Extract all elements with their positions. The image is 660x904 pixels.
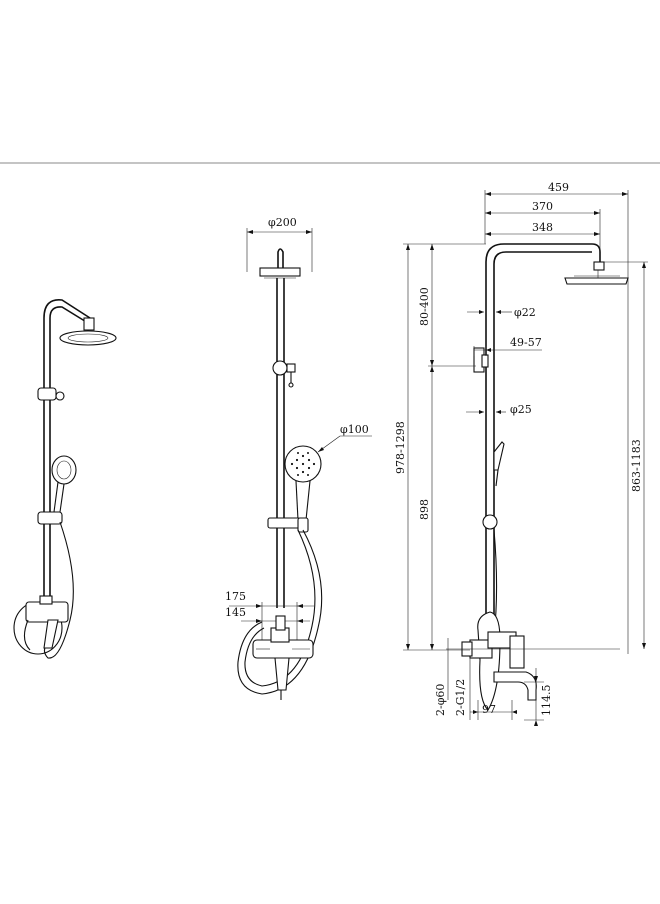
- dim-arm-height-range: 80-400: [418, 287, 431, 326]
- dim-spout-projection: 97: [482, 703, 496, 716]
- dim-flange-diameter: 2-φ60: [434, 684, 447, 716]
- dim-outlet-height-range: 863-1183: [630, 439, 643, 492]
- dim-spout-drop: 114.5: [540, 685, 553, 717]
- dim-rail-height: 898: [418, 499, 431, 520]
- dim-inlet-spacing-outer: 175: [225, 590, 246, 603]
- dim-pipe-diameter-upper: φ22: [514, 306, 536, 319]
- dim-total-height-range: 978-1298: [394, 421, 407, 474]
- hand-shower-nozzles: [290, 452, 316, 476]
- dim-thread-size: 2-G1/2: [454, 679, 467, 716]
- dim-pipe-diameter-lower: φ25: [510, 403, 532, 416]
- perspective-view: [13, 299, 117, 659]
- dim-arm-width-inner: 348: [532, 221, 553, 234]
- front-view: φ200 φ100: [225, 216, 372, 700]
- dim-head-diameter: φ200: [268, 216, 297, 229]
- dim-inlet-spacing-inner: 145: [225, 606, 246, 619]
- side-view: 459 370 348 φ22: [394, 181, 648, 726]
- dim-hand-shower-diameter: φ100: [340, 423, 369, 436]
- dim-clamp-range: 49-57: [510, 336, 542, 349]
- dim-arm-width-outer: 370: [532, 200, 553, 213]
- dim-total-width: 459: [548, 181, 569, 194]
